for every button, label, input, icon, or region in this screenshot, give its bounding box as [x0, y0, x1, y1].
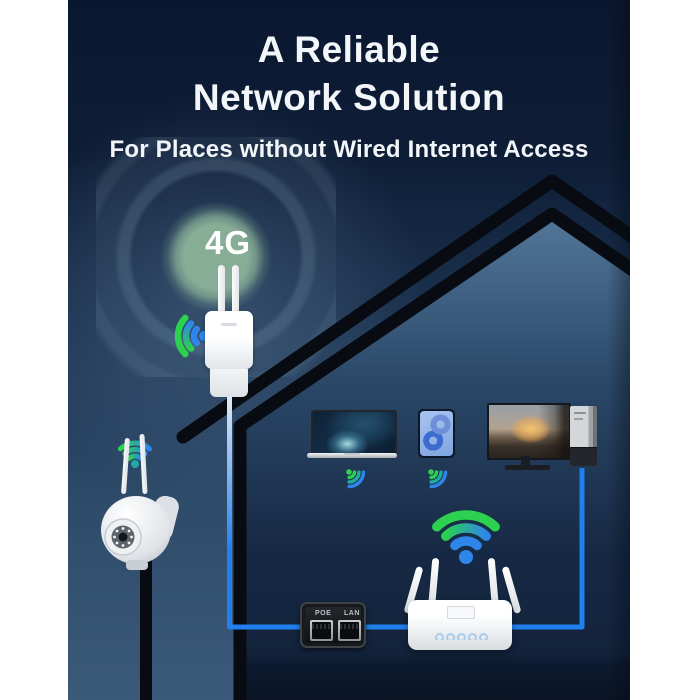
poe-ethernet-port	[310, 620, 333, 641]
router-logo-plate	[447, 606, 475, 619]
roof-inner-and-wall-line	[233, 207, 630, 700]
poe-panel: POE LAN	[305, 607, 361, 643]
tower-drive-slot	[574, 412, 586, 414]
antenna-rod-right	[232, 265, 239, 315]
antenna-body	[205, 311, 253, 369]
router-wifi-icon	[432, 510, 500, 564]
poe-port-label: POE	[315, 610, 332, 617]
antenna-rod-left	[218, 265, 225, 315]
tower-grille	[570, 447, 597, 466]
antenna-logo-mark	[221, 323, 237, 326]
lan-port-label: LAN	[344, 610, 360, 617]
ethernet-cable-run	[227, 468, 585, 630]
security-camera	[96, 432, 196, 582]
tower-drive-slot2	[574, 418, 583, 420]
tablet-screen	[420, 411, 453, 456]
outdoor-4g-antenna	[198, 265, 260, 397]
laptop-wifi-icon	[346, 469, 366, 489]
lan-ethernet-port	[338, 620, 361, 641]
camera-body-art	[101, 495, 179, 570]
camera-antenna-right	[139, 433, 148, 495]
page-title-line1: A Reliable	[257, 29, 441, 70]
camera-lens	[118, 532, 128, 542]
laptop-notch	[344, 453, 360, 455]
router-front-pattern	[426, 633, 496, 640]
laptop	[307, 405, 397, 459]
tablet	[418, 409, 455, 458]
poe-injector: POE LAN	[300, 602, 366, 648]
router-body	[408, 600, 512, 650]
laptop-screen	[311, 410, 397, 455]
camera-led-dots	[113, 527, 133, 547]
camera-antenna-left	[121, 437, 130, 495]
headline: A Reliable Network Solution For Places w…	[68, 26, 630, 164]
desktop-tower	[570, 406, 597, 466]
wifi-router	[400, 552, 522, 656]
4g-badge: 4G	[204, 224, 252, 261]
antenna-mount	[210, 369, 248, 397]
roof-outer-line	[176, 174, 630, 444]
signal-circle	[156, 197, 276, 317]
page-title-line2: Network Solution	[192, 77, 506, 118]
page-subtitle: For Places without Wired Internet Access	[109, 136, 589, 163]
tablet-wifi-icon	[428, 469, 448, 489]
monitor-screen	[487, 403, 571, 460]
monitor-stand-column	[521, 456, 530, 466]
laptop-base	[307, 453, 397, 458]
camera-mount	[126, 560, 148, 570]
product-image-canvas: A Reliable Network Solution For Places w…	[68, 0, 630, 700]
monitor-stand-base	[505, 465, 550, 470]
